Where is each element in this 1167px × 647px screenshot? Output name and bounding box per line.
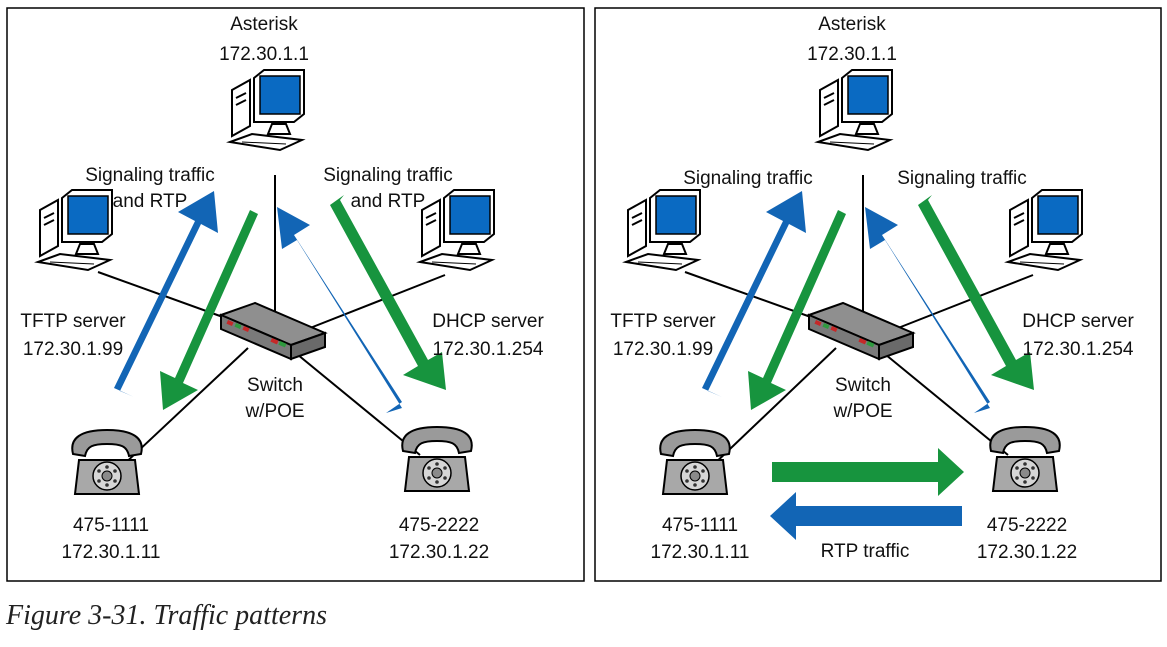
dhcp-name: DHCP server xyxy=(432,311,544,332)
phone2-ip: 172.30.1.22 xyxy=(977,542,1077,563)
phone1-ext: 475-1111 xyxy=(73,515,149,536)
tftp-ip: 172.30.1.99 xyxy=(613,339,713,360)
tftp-ip: 172.30.1.99 xyxy=(23,339,123,360)
switch-icon xyxy=(808,302,914,360)
asterisk-computer-icon xyxy=(229,69,305,151)
arrow-up-to-tftp-left xyxy=(114,191,218,397)
rtp-arrow-to-1111 xyxy=(770,492,962,540)
phone-2222-icon xyxy=(401,426,473,492)
phone2-ext: 475-2222 xyxy=(987,515,1067,536)
left-arrows-label-1: Signaling traffic xyxy=(85,165,215,186)
switch-label-1: Switch xyxy=(247,375,303,396)
right-panel-frame xyxy=(594,7,1162,582)
dhcp-ip: 172.30.1.254 xyxy=(1023,339,1134,360)
switch-label-2: w/POE xyxy=(832,401,892,422)
right-arrows-label-1: Signaling traffic xyxy=(897,168,1027,189)
dhcp-ip: 172.30.1.254 xyxy=(433,339,544,360)
left-panel-frame xyxy=(6,7,585,582)
switch-label-2: w/POE xyxy=(244,401,304,422)
phone-1111-icon xyxy=(659,429,731,495)
arrow-down-to-dhcp-left xyxy=(330,195,446,390)
rtp-traffic-label: RTP traffic xyxy=(821,541,910,562)
phone1-ip: 172.30.1.11 xyxy=(62,542,161,563)
phone-2222-icon xyxy=(989,426,1061,492)
phone2-ip: 172.30.1.22 xyxy=(389,542,489,563)
asterisk-name: Asterisk xyxy=(818,14,886,35)
dhcp-computer-icon xyxy=(1007,189,1083,271)
arrow-down-from-asterisk-right xyxy=(748,206,846,410)
switch-icon xyxy=(220,302,326,360)
tftp-name: TFTP server xyxy=(610,311,716,332)
phone1-ext: 475-1111 xyxy=(662,515,738,536)
arrow-down-to-dhcp-right xyxy=(918,195,1034,390)
asterisk-computer-icon xyxy=(817,69,893,151)
arrow-up-to-asterisk-right xyxy=(865,207,990,413)
arrow-up-to-asterisk-left xyxy=(277,207,402,413)
tftp-computer-icon xyxy=(625,189,701,271)
arrow-down-from-asterisk-left xyxy=(160,206,258,410)
left-arrows-label-1: Signaling traffic xyxy=(683,168,813,189)
right-arrows-label-1: Signaling traffic xyxy=(323,165,453,186)
phone2-ext: 475-2222 xyxy=(399,515,479,536)
phone1-ip: 172.30.1.11 xyxy=(651,542,750,563)
left-traffic-arrows xyxy=(114,191,446,413)
rtp-arrow-to-2222 xyxy=(772,448,964,496)
right-traffic-arrows xyxy=(702,191,1034,540)
left-arrows-label-2: and RTP xyxy=(113,191,188,212)
right-arrows-label-2: and RTP xyxy=(351,191,426,212)
switch-label-1: Switch xyxy=(835,375,891,396)
asterisk-ip: 172.30.1.1 xyxy=(807,44,897,65)
phone-1111-icon xyxy=(71,429,143,495)
dhcp-name: DHCP server xyxy=(1022,311,1134,332)
tftp-computer-icon xyxy=(37,189,113,271)
tftp-name: TFTP server xyxy=(20,311,126,332)
dhcp-computer-icon xyxy=(419,189,495,271)
arrow-up-to-tftp-right xyxy=(702,191,806,397)
figure-caption: Figure 3-31. Traffic patterns xyxy=(6,600,327,631)
asterisk-ip: 172.30.1.1 xyxy=(219,44,309,65)
asterisk-name: Asterisk xyxy=(230,14,298,35)
